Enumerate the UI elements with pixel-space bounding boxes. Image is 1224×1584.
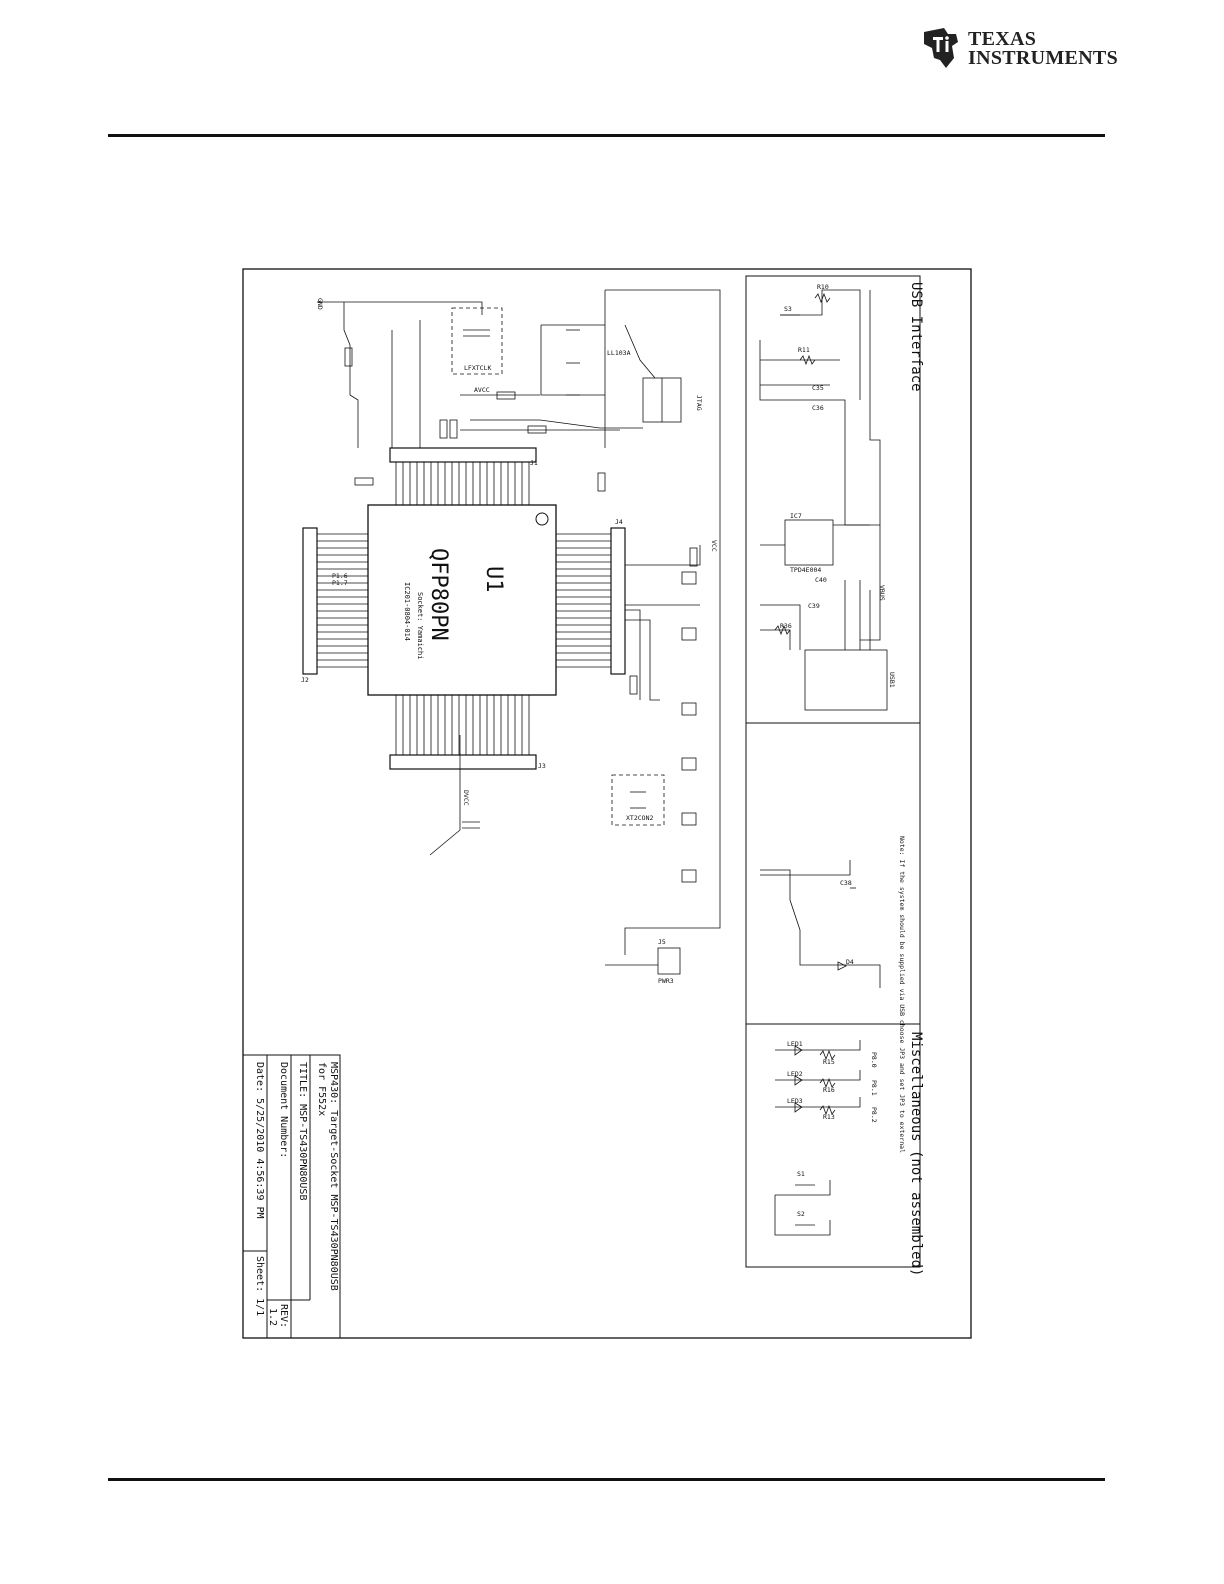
label-led1: LED1 xyxy=(787,1040,803,1048)
misc-section-title: Miscellaneous (not assembled) xyxy=(908,1032,924,1276)
tb-project: MSP430: Target-Socket MSP-TS430PN80USB xyxy=(328,1062,339,1291)
label-j5: J5 xyxy=(658,938,666,946)
label-c40: C40 xyxy=(815,576,827,584)
label-c38: C38 xyxy=(840,879,852,887)
label-c35: C35 xyxy=(812,384,824,392)
label-p1-7: P1.7 xyxy=(332,579,348,587)
usb-section-title: USB Interface xyxy=(908,282,924,392)
label-tpd4e004: TPD4E004 xyxy=(790,566,821,574)
tb-doc-number: Document Number: xyxy=(278,1062,289,1158)
tb-rev-label: REV: xyxy=(278,1304,289,1328)
label-r15: R15 xyxy=(823,1058,835,1066)
tb-title: TITLE: MSP-TS430PN80USB xyxy=(297,1062,308,1200)
footer-rule xyxy=(108,1478,1105,1481)
label-j2: J2 xyxy=(301,676,309,684)
label-r11: R11 xyxy=(798,346,810,354)
label-vbus: VBUS xyxy=(878,585,886,601)
label-r36: R36 xyxy=(780,622,792,630)
label-p8-0: P8.0 xyxy=(870,1052,878,1068)
label-c36: C36 xyxy=(812,404,824,412)
ti-state-logo-icon xyxy=(924,28,958,68)
label-led3: LED3 xyxy=(787,1097,803,1105)
label-ic7: IC7 xyxy=(790,512,802,520)
label-r16: R16 xyxy=(823,1086,835,1094)
label-r13: R13 xyxy=(823,1113,835,1121)
label-d4: D4 xyxy=(846,958,854,966)
label-j3: J3 xyxy=(538,762,546,770)
label-gnd: GND xyxy=(316,298,324,310)
mcu-socket-part: IC201-0804-014 xyxy=(403,582,411,641)
mcu-ref: U1 xyxy=(481,566,506,593)
label-j1: J1 xyxy=(530,459,538,467)
label-lfxtclk: LFXTCLK xyxy=(464,364,491,372)
u1-bottom-pins xyxy=(395,695,530,755)
tb-for: for F552x xyxy=(316,1062,327,1116)
u1-left-pins xyxy=(317,533,368,668)
tb-sheet: Sheet: 1/1 xyxy=(254,1256,265,1316)
label-p8-2: P8.2 xyxy=(870,1107,878,1123)
company-name-line2: INSTRUMENTS xyxy=(968,47,1118,69)
label-s1: S1 xyxy=(797,1170,805,1178)
label-ll103a: LL103A xyxy=(607,349,631,357)
label-r10: R10 xyxy=(817,283,829,291)
label-led2: LED2 xyxy=(787,1070,803,1078)
label-c39: C39 xyxy=(808,602,820,610)
label-xt2con2: XT2CON2 xyxy=(626,814,653,822)
u1-top-pins xyxy=(395,462,530,505)
tb-date: Date: 5/25/2010 4:56:39 PM xyxy=(254,1062,265,1219)
label-p8-1: P8.1 xyxy=(870,1080,878,1096)
label-dvcc: DVCC xyxy=(462,790,470,806)
usb-note: Note: If the system should be supplied v… xyxy=(898,836,906,1153)
company-name: TEXAS INSTRUMENTS xyxy=(968,28,1118,69)
mcu-package: QFP80PN xyxy=(426,548,451,641)
label-p1-6: P1.6 xyxy=(332,572,348,580)
tb-rev: 1.2 xyxy=(267,1308,278,1326)
label-avcc: AVCC xyxy=(474,386,490,394)
label-j4: J4 xyxy=(615,518,623,526)
header-rule xyxy=(108,134,1105,137)
u1-right-pins xyxy=(556,533,611,668)
mcu-socket: Socket: Yamaichi xyxy=(416,592,424,659)
label-s3: S3 xyxy=(784,305,792,313)
company-name-line1: TEXAS xyxy=(968,28,1037,50)
label-usb1: USB1 xyxy=(888,672,896,688)
label-vcc: VCC xyxy=(710,540,718,552)
label-pwr3: PWR3 xyxy=(658,977,674,985)
label-jtag: JTAG xyxy=(695,395,703,411)
label-s2: S2 xyxy=(797,1210,805,1218)
ti-logo xyxy=(918,24,1108,74)
